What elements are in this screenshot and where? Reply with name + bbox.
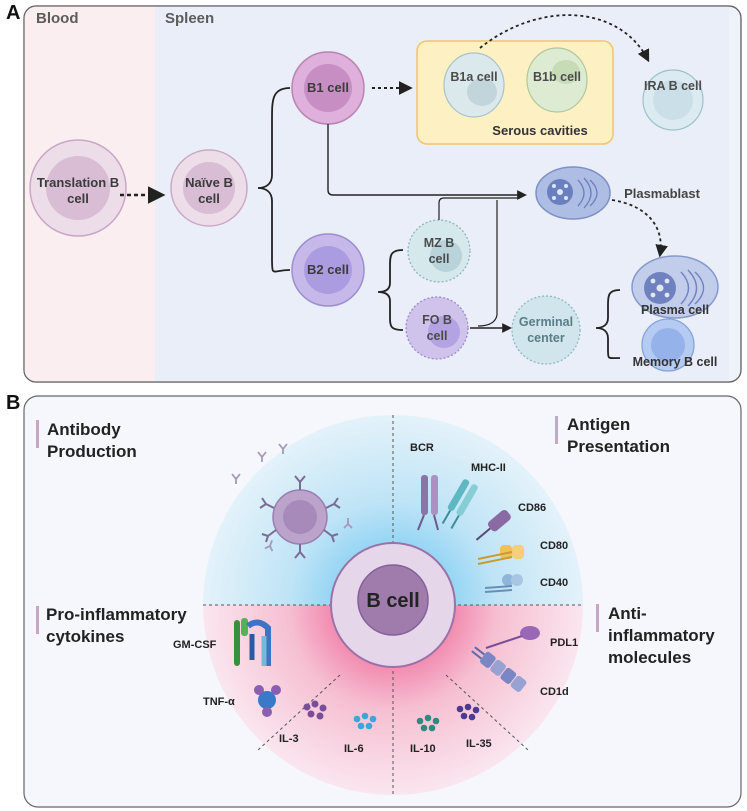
spleen-title: Spleen xyxy=(165,10,215,27)
panel-a-letter: A xyxy=(6,2,21,24)
il6-dots xyxy=(353,712,377,730)
pdl1-label: PDL1 xyxy=(550,637,579,649)
il6-label: IL-6 xyxy=(344,743,364,755)
pdl1-molecule xyxy=(485,626,540,649)
cd80-label: CD80 xyxy=(540,540,569,552)
naive-b-cell xyxy=(170,149,248,227)
ira-b-cell xyxy=(642,69,704,131)
cd40-receptor xyxy=(484,574,523,593)
memory-b-cell xyxy=(641,318,695,372)
bcr-receptor xyxy=(417,475,439,531)
serous-cavities-label: Serous cavities xyxy=(492,123,588,138)
il3-label: IL-3 xyxy=(279,733,299,745)
pro-inflammatory-title: Pro-inflammatory cytokines xyxy=(46,605,187,647)
germinal-center-label: Germinal center xyxy=(518,315,574,345)
il35-dots xyxy=(456,703,480,721)
plasma-cell-label: Plasma cell xyxy=(640,303,710,317)
germinal-center-cell xyxy=(511,295,581,365)
plasmablast-cell xyxy=(535,166,611,220)
il35-label: IL-35 xyxy=(466,738,492,750)
cd80-receptor xyxy=(477,545,524,565)
panel-b-diagram xyxy=(23,395,742,808)
il10-label: IL-10 xyxy=(410,743,436,755)
mz-b-cell-label: MZ B cell xyxy=(423,236,455,266)
anti-inflammatory-bar xyxy=(596,604,599,632)
gm-csf-molecule xyxy=(234,618,271,666)
tnf-alpha-molecule xyxy=(254,685,281,717)
fo-b-cell-label: FO B cell xyxy=(422,313,452,343)
antibody-secreting-cell xyxy=(231,443,353,559)
b1b-cell xyxy=(526,47,588,113)
cd1d-label: CD1d xyxy=(540,686,569,698)
il3-dots xyxy=(303,700,327,720)
b1-cell-label: B1 cell xyxy=(307,80,349,95)
b1a-cell-label: B1a cell xyxy=(450,70,498,84)
tnf-alpha-label: TNF-α xyxy=(203,696,235,708)
mhc-ii-receptor xyxy=(441,479,478,529)
b2-cell-label: B2 cell xyxy=(307,262,349,277)
cd40-label: CD40 xyxy=(540,577,569,589)
cd1d-molecule xyxy=(471,646,527,692)
fo-b-cell xyxy=(405,296,469,360)
b1-cell xyxy=(291,51,365,125)
naive-b-cell-label: Naïve B cell xyxy=(185,175,233,207)
pro-inflammatory-bar xyxy=(36,606,39,634)
plasmablast-label: Plasmablast xyxy=(624,186,700,201)
antibody-production-bar xyxy=(36,420,39,448)
il10-dots xyxy=(416,714,440,732)
b-cell-center-label: B cell xyxy=(366,590,420,612)
plasma-cell xyxy=(631,255,719,319)
b-cell-nucleus xyxy=(357,564,429,636)
mz-b-cell xyxy=(407,219,471,283)
cd86-label: CD86 xyxy=(518,502,547,514)
cd86-receptor xyxy=(475,509,511,541)
anti-inflammatory-title: Anti-inflammatory molecules xyxy=(608,604,715,668)
antigen-presentation-bar xyxy=(555,416,558,444)
bcr-label: BCR xyxy=(410,442,434,454)
panel-b-letter: B xyxy=(6,392,21,414)
gm-csf-label: GM-CSF xyxy=(173,639,217,651)
b2-cell xyxy=(291,233,365,307)
translation-b-cell xyxy=(29,139,127,237)
memory-b-cell-label: Memory B cell xyxy=(632,355,718,369)
antigen-presentation-title: Antigen Presentation xyxy=(567,415,670,457)
panel-a-diagram xyxy=(23,5,742,383)
ira-b-cell-label: IRA B cell xyxy=(644,79,702,93)
mhc-ii-label: MHC-II xyxy=(471,462,506,474)
blood-title: Blood xyxy=(36,10,79,27)
antibody-production-title: Antibody Production xyxy=(47,420,137,462)
b1a-cell xyxy=(443,52,505,118)
translation-b-cell-label: Translation B cell xyxy=(36,175,120,207)
b1b-cell-label: B1b cell xyxy=(533,70,581,84)
